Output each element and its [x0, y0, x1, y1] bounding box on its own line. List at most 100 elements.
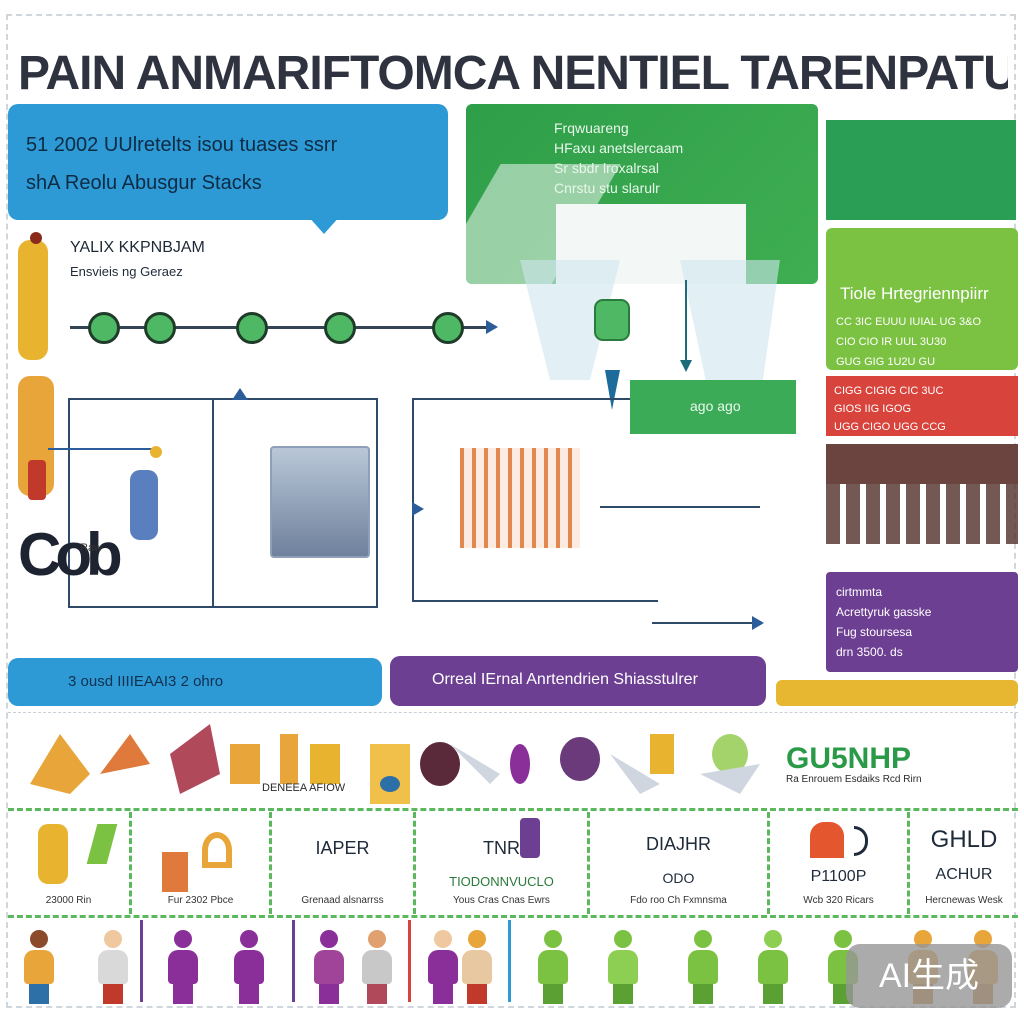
chain-label: Raw	[80, 542, 103, 554]
yellow-pill	[776, 680, 1018, 706]
machine-image	[460, 448, 580, 548]
person-icon	[428, 930, 458, 1004]
person-icon	[24, 930, 54, 1004]
people-separator	[292, 920, 295, 1002]
blue-pill-label: 3 ousd IIIIEAAI3 2 ohro	[68, 673, 224, 690]
card-bag-icon	[810, 822, 844, 858]
person-icon	[688, 930, 718, 1004]
blue-figure-icon	[130, 470, 158, 540]
card-3: IAPER Grenaad alsnarrss	[272, 812, 416, 914]
yellow-figure-icon	[18, 240, 48, 360]
card-caption: Wcb 320 Ricars	[803, 895, 874, 906]
icon-strip-subheading: Ra Enrouem Esdaiks Rcd Rirn	[786, 774, 922, 785]
lime-sub-line: CIO CIO IR UUL 3U30	[836, 336, 947, 348]
green-panel-line: Cnrstu stu slarulr	[554, 180, 660, 196]
card-subtitle: TIODONNVUCLO	[449, 874, 554, 889]
card-subtitle: P1100P	[810, 868, 867, 885]
green-panel-line: Frqwuareng	[554, 120, 629, 136]
lime-sub: CC 3IC EUUU IUIAL UG 3&O CIO CIO IR UUL …	[836, 312, 981, 372]
purple-line: drn 3500. ds	[836, 645, 903, 659]
card-4: TNR TIODONNVUCLO Yous Cras Cnas Ewrs	[416, 812, 590, 914]
connector-line	[600, 506, 760, 508]
intro-banner: 51 2002 UUlretelts isou tuases ssrr shA …	[8, 104, 448, 234]
person-icon	[362, 930, 392, 1004]
arrow-right-icon	[752, 616, 764, 630]
people-separator	[140, 920, 143, 1002]
card-subtitle: ACHUR	[935, 866, 993, 883]
figure-head-icon	[30, 232, 42, 244]
red-info-box: CIGG CIGIG CIC 3UC GIOS IIG IGOG UGG CIG…	[826, 376, 1018, 436]
card-2: Fur 2302 Pbce	[132, 812, 272, 914]
lime-info-box: Tiole Hrtegriennpiirr CC 3IC EUUU IUIAL …	[826, 228, 1018, 370]
lime-title: Tiole Hrtegriennpiirr	[840, 284, 989, 303]
purple-line: cirtmmta	[836, 585, 882, 599]
connector-line	[48, 448, 158, 450]
lime-sub-line: CC 3IC EUUU IUIAL UG 3&O	[836, 316, 982, 328]
person-icon	[538, 930, 568, 1004]
purple-pill-label: Orreal IErnal Anrtendrien Shiasstulrer	[432, 671, 698, 688]
flow-label: YALIX KKPNBJAM Ensvieis ng Geraez	[70, 236, 205, 284]
card-5: DIAJHR ODO Fdo roo Ch Fxmnsma	[590, 812, 770, 914]
brown-band-top	[826, 444, 1018, 484]
people-separator	[408, 920, 411, 1002]
purple-line: Fug stoursesa	[836, 625, 913, 639]
purple-info-box: cirtmmta Acrettyruk gasske Fug stoursesa…	[826, 572, 1018, 672]
card-title: DIAJHR	[645, 834, 711, 854]
node-icon	[144, 312, 176, 344]
green-panel-line: HFaxu anetslercaam	[554, 140, 684, 156]
funnel-graphic	[520, 260, 780, 410]
card-caption: Fdo roo Ch Fxmnsma	[630, 895, 727, 906]
icon-strip-caption: DENEEA AFIOW	[262, 782, 346, 794]
ai-generated-badge: AI生成	[846, 944, 1012, 1008]
arrow-up-icon	[232, 388, 248, 400]
node-icon	[88, 312, 120, 344]
green-panel-text: Frqwuareng HFaxu anetslercaam Sr sbdr lr…	[554, 118, 683, 198]
card-caption: Fur 2302 Pbce	[167, 895, 234, 906]
icon-strip	[30, 724, 760, 804]
card-figure-icon	[162, 852, 188, 892]
flow-label-line: Ensvieis ng Geraez	[70, 264, 183, 279]
person-icon	[98, 930, 128, 1004]
chain-glyph: Cob	[18, 521, 123, 588]
building-image	[270, 446, 370, 558]
card-leaf-icon	[86, 824, 118, 864]
person-icon	[462, 930, 492, 1004]
person-icon	[608, 930, 638, 1004]
card-6: P1100P Wcb 320 Ricars	[770, 812, 910, 914]
people-separator	[508, 920, 511, 1002]
card-title: GHLD	[930, 826, 998, 853]
red-line: UGG CIGO UGG CCG	[834, 421, 946, 433]
card-7: GHLD ACHUR Hercnewas Wesk	[910, 812, 1018, 914]
purple-text: cirtmmta Acrettyruk gasske Fug stoursesa…	[836, 582, 931, 662]
flow-label-line: YALIX KKPNBJAM	[70, 239, 205, 256]
section-divider	[8, 712, 1018, 713]
node-icon	[324, 312, 356, 344]
card-1: 23000 Rin	[8, 812, 132, 914]
red-line: GIOS IIG IGOG	[834, 403, 912, 415]
diagram-frame-middle	[212, 398, 378, 608]
cards-row	[8, 808, 1018, 918]
person-icon	[234, 930, 264, 1004]
card-device-icon	[520, 818, 540, 858]
card-bracket-icon	[854, 826, 868, 856]
green-strip-label: ago ago	[690, 398, 741, 414]
green-square	[826, 120, 1016, 220]
banner-tail	[308, 216, 340, 234]
card-caption: 23000 Rin	[45, 895, 92, 906]
diagram-frame-right	[412, 398, 658, 602]
red-line: CIGG CIGIG CIC 3UC	[834, 385, 944, 397]
node-icon	[432, 312, 464, 344]
person-icon	[314, 930, 344, 1004]
card-title: TNR	[483, 838, 520, 858]
person-icon	[758, 930, 788, 1004]
lime-sub-line: GUG GIG 1U2U GU	[836, 356, 936, 368]
purple-line: Acrettyruk gasske	[836, 605, 932, 619]
green-panel: Frqwuareng HFaxu anetslercaam Sr sbdr lr…	[466, 104, 818, 284]
card-caption: Grenaad alsnarrss	[301, 895, 384, 906]
flow-line	[70, 326, 490, 329]
banner-line-1: 51 2002 UUlretelts isou tuases ssrr	[26, 134, 338, 156]
card-caption: Hercnewas Wesk	[925, 895, 1003, 906]
page-title: PAIN ANMARIFTOMCA NENTIEL TARENPATU FIUT…	[18, 47, 1008, 100]
card-caption: Yous Cras Cnas Ewrs	[453, 895, 550, 906]
green-panel-line: Sr sbdr lroxalrsal	[554, 160, 660, 176]
